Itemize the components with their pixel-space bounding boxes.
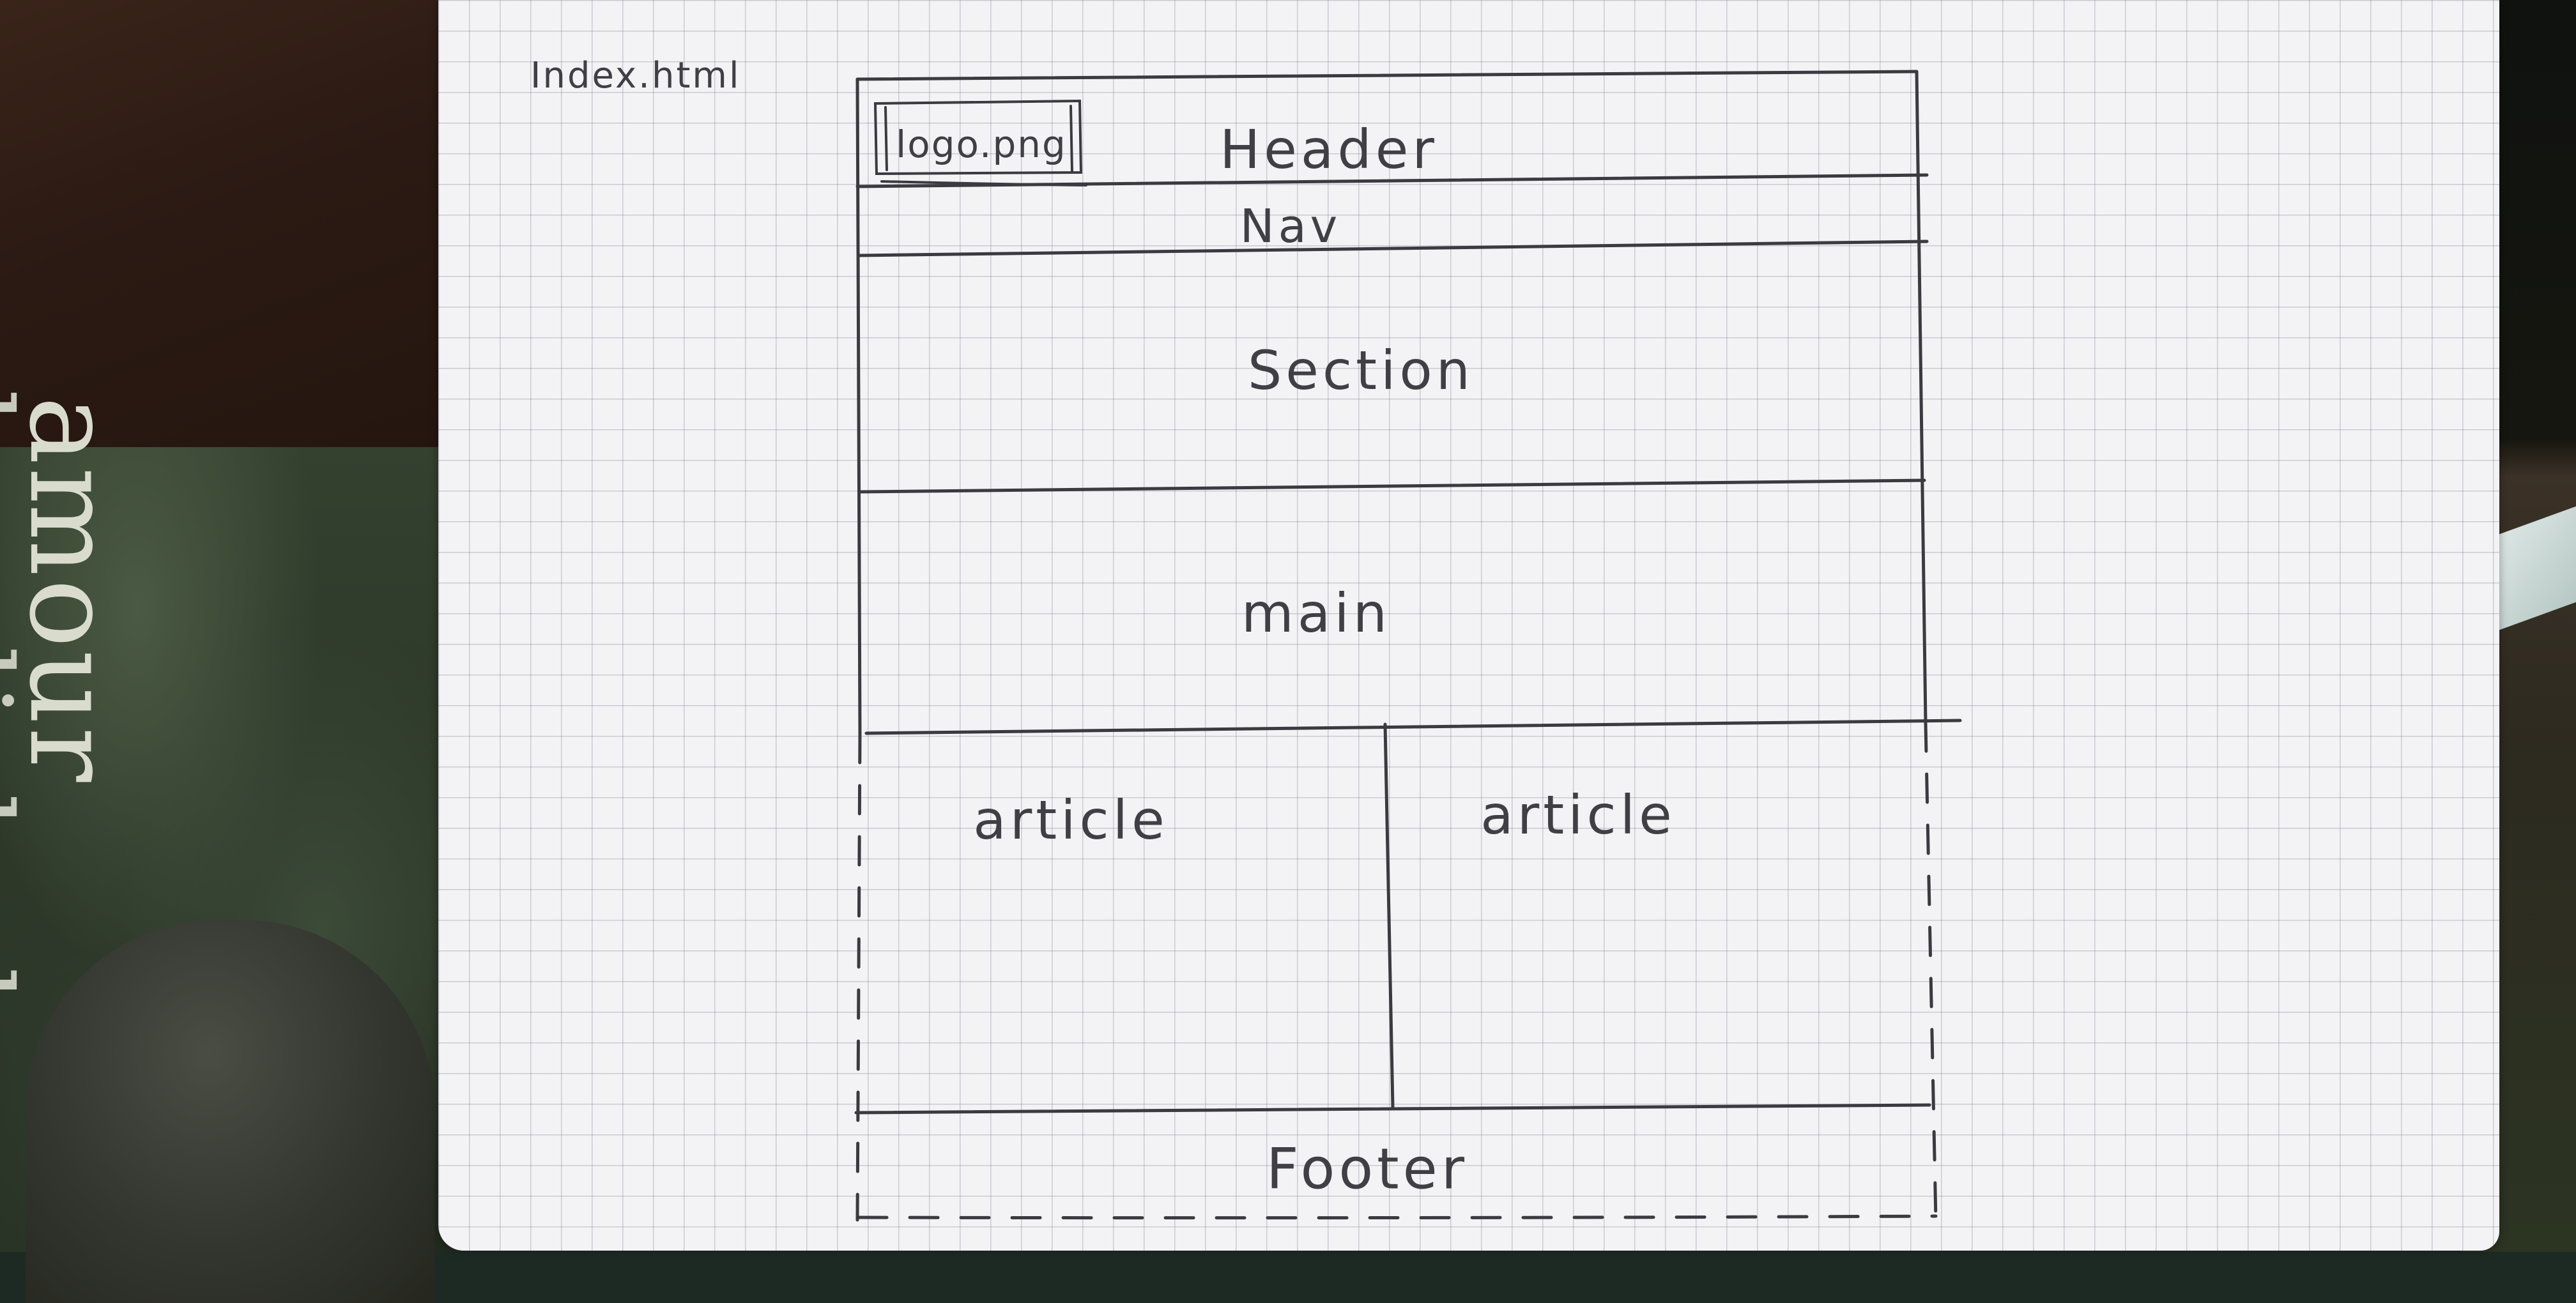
- logo-box-inner-left: [884, 106, 888, 171]
- logo-label: logo.png: [896, 123, 1067, 166]
- frame-top-line: [855, 70, 1919, 81]
- wooden-table-surface: [0, 0, 460, 460]
- logo-box-under: [880, 180, 1087, 187]
- nav-bottom-line: [857, 240, 1929, 257]
- footer-label: Footer: [1266, 1136, 1468, 1202]
- wireframe-sketch: [854, 70, 1962, 1222]
- grid-paper-sheet: [438, 0, 2499, 1251]
- article-divider-line: [1383, 722, 1395, 1109]
- article-left-label: article: [973, 789, 1169, 851]
- main-bottom-line: [864, 719, 1962, 735]
- article-right-label: article: [1480, 784, 1676, 846]
- footer-top-line: [854, 1103, 1931, 1115]
- frame-left-line: [855, 77, 862, 736]
- file-name-label: Index.html: [530, 55, 741, 96]
- frame-right-dashed: [1924, 721, 1938, 1222]
- logo-box: [873, 99, 1083, 176]
- logo-box-inner-right: [1070, 105, 1073, 172]
- frame-right-line: [1915, 70, 1928, 725]
- section-bottom-line: [858, 478, 1926, 494]
- section-label: Section: [1247, 339, 1475, 402]
- nav-label: Nav: [1239, 199, 1342, 253]
- frame-bottom-dashed: [857, 1214, 1938, 1220]
- header-label: Header: [1220, 118, 1438, 181]
- main-label: main: [1241, 582, 1391, 644]
- chair-cushion: [26, 920, 434, 1303]
- frame-left-dashed: [855, 733, 862, 1222]
